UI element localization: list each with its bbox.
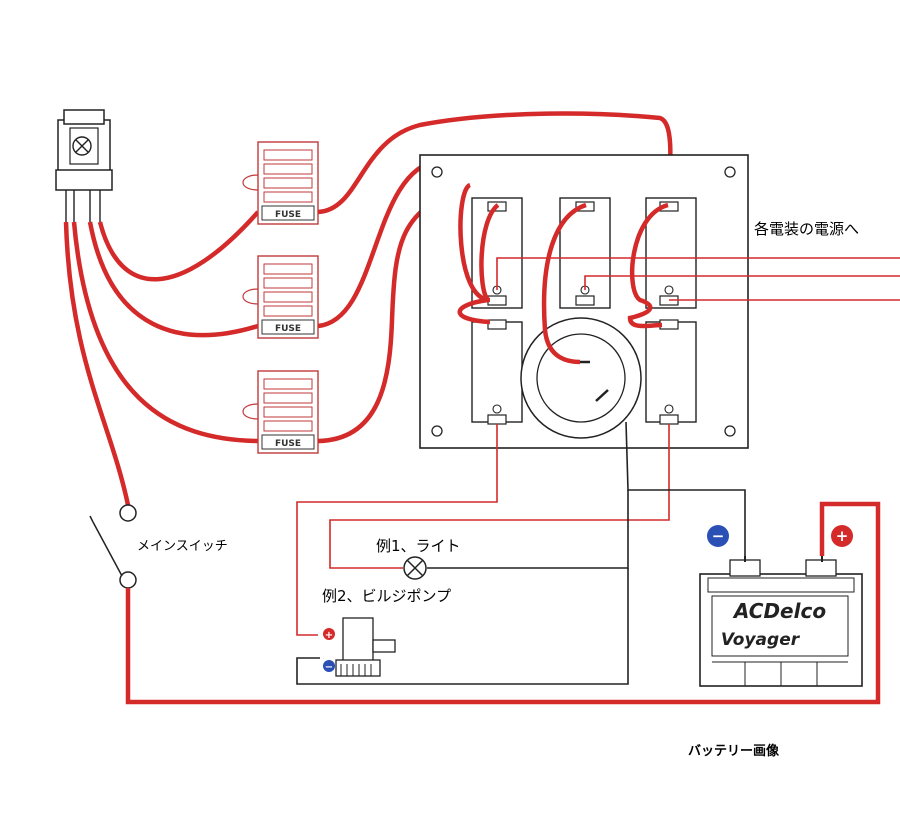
main-switch-label: メインスイッチ [137,539,228,554]
pump-negative-terminal-icon: − [323,660,335,673]
battery-model: Voyager [721,630,801,650]
pump-positive-terminal-icon: + [323,628,335,641]
battery-negative-terminal-icon: − [707,525,729,547]
bilge-pump-icon [335,617,396,677]
fuse-2-label: FUSE [275,324,301,334]
fuse-1: FUSE [242,141,319,225]
ground-wires [296,421,746,685]
panel-internal-wires [457,182,669,365]
light-positive-wire [329,424,670,569]
light-bulb-icon [403,556,427,580]
battery-caption: バッテリー画像 [688,743,780,759]
to-devices-label: 各電装の電源へ [754,220,859,238]
example2-label: 例2、ビルジポンプ [322,587,451,605]
battery-icon: ACDelco Voyager [699,556,863,687]
pump-neg-symbol: − [325,662,333,673]
fuse-3: FUSE [242,370,319,454]
breaker-to-fuse-wires [63,210,260,506]
battery-pos-symbol: + [836,527,849,545]
main-breaker-block [55,109,113,222]
battery-positive-terminal-icon: + [831,525,853,547]
main-positive-return-wire [125,501,881,705]
battery-brand: ACDelco [732,599,826,623]
battery-neg-symbol: − [712,527,725,545]
fuse-3-label: FUSE [275,439,301,449]
switch-panel [419,154,749,449]
fuse-1-label: FUSE [275,210,301,220]
pump-pos-symbol: + [325,630,333,641]
fuse-2: FUSE [242,255,319,339]
main-switch-icon [89,504,137,589]
example1-label: 例1、ライト [376,537,461,555]
pump-positive-wire [296,424,498,636]
device-feed-wires [496,257,900,301]
